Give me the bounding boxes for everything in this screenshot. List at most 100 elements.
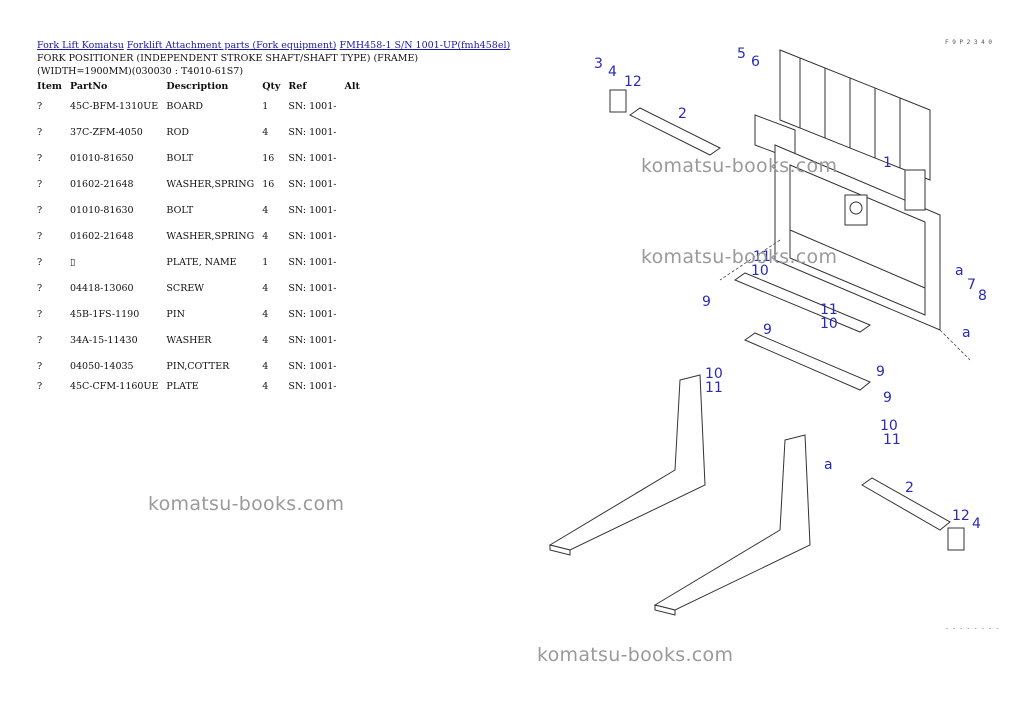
- breadcrumb-link-attachment-parts[interactable]: Forklift Attachment parts (Fork equipmen…: [126, 40, 337, 51]
- table-row: ? 01010-81630 BOLT 4 SN: 1001-: [33, 197, 364, 223]
- callout-label-2-upper: 2: [678, 106, 687, 122]
- cell-item: ?: [37, 334, 43, 346]
- watermark-diagram-upper: komatsu-books.com: [641, 155, 838, 177]
- breadcrumb-link-forklift[interactable]: Fork Lift Komatsu: [37, 40, 124, 51]
- cell-partno: 01010-81630: [69, 204, 134, 216]
- cell-partno: 37C-ZFM-4050: [69, 126, 143, 138]
- cell-partno: 01602-21648: [69, 230, 134, 242]
- cell-qty: 4: [262, 126, 269, 138]
- cell-description: SCREW: [166, 282, 205, 294]
- callout-label-6: 6: [751, 54, 760, 70]
- callout-label-a-3: a: [824, 457, 833, 473]
- watermark-bottom: komatsu-books.com: [537, 644, 734, 666]
- diagram-shaft-lower: [861, 477, 951, 531]
- callout-label-11-c: 11: [705, 380, 723, 396]
- cell-partno: 04418-13060: [69, 282, 134, 294]
- callout-label-9-d: 9: [883, 390, 892, 406]
- column-header-alt: Alt: [344, 80, 360, 92]
- callout-label-2-lower: 2: [905, 480, 914, 496]
- cell-description: PLATE, NAME: [166, 256, 237, 268]
- column-header-ref: Ref: [288, 80, 307, 92]
- cell-ref: SN: 1001-: [288, 204, 337, 216]
- breadcrumb: Fork Lift Komatsu Forklift Attachment pa…: [37, 40, 510, 52]
- cell-description: BOLT: [166, 204, 194, 216]
- cell-alt: [340, 327, 363, 353]
- cell-item: ?: [37, 178, 43, 190]
- cell-alt: [340, 171, 363, 197]
- column-header-item: Item: [37, 80, 62, 92]
- cell-item: ?: [37, 100, 43, 112]
- cell-qty: 4: [262, 282, 269, 294]
- cell-alt: [340, 119, 363, 145]
- cell-ref: SN: 1001-: [288, 100, 337, 112]
- cell-description: PIN: [166, 308, 185, 320]
- cell-description: WASHER: [166, 334, 212, 346]
- cell-alt: [340, 93, 363, 119]
- cell-item: ?: [37, 360, 43, 372]
- cell-alt: [340, 275, 363, 301]
- cell-qty: 4: [262, 380, 269, 392]
- table-row: ? 01602-21648 WASHER,SPRING 16 SN: 1001-: [33, 171, 364, 197]
- diagram-plate-lower: [947, 527, 965, 551]
- diagram-plate-upper: [609, 89, 627, 113]
- table-header-row: Item PartNo Description Qty Ref Alt: [33, 79, 364, 93]
- callout-label-8: 8: [978, 288, 987, 304]
- cell-qty: 4: [262, 360, 269, 372]
- cell-description: WASHER,SPRING: [166, 178, 255, 190]
- cell-qty: 16: [262, 178, 275, 190]
- table-row: ? 01602-21648 WASHER,SPRING 4 SN: 1001-: [33, 223, 364, 249]
- cell-ref: SN: 1001-: [288, 380, 337, 392]
- cell-item: ?: [37, 256, 43, 268]
- cell-qty: 16: [262, 152, 275, 164]
- callout-label-5: 5: [737, 46, 746, 62]
- callout-label-11-d: 11: [883, 432, 901, 448]
- cell-ref: SN: 1001-: [288, 282, 337, 294]
- cell-qty: 1: [262, 100, 269, 112]
- cell-partno: ▯: [69, 256, 76, 268]
- cell-partno: 04050-14035: [69, 360, 134, 372]
- cell-item: ?: [37, 308, 43, 320]
- cell-qty: 4: [262, 230, 269, 242]
- callout-label-4-lower: 4: [972, 516, 981, 532]
- cell-ref: SN: 1001-: [288, 256, 337, 268]
- cell-qty: 4: [262, 308, 269, 320]
- diagram-frame: [719, 144, 971, 361]
- callout-label-a-2: a: [962, 325, 971, 341]
- callout-label-1: 1: [883, 155, 892, 171]
- cell-item: ?: [37, 204, 43, 216]
- cell-item: ?: [37, 380, 43, 392]
- callout-label-10-a: 10: [751, 263, 769, 279]
- callout-label-12-lower: 12: [952, 508, 970, 524]
- cell-qty: 4: [262, 204, 269, 216]
- cell-alt: [340, 379, 363, 393]
- column-header-partno: PartNo: [69, 80, 108, 92]
- cell-partno: 45C-CFM-1160UE: [69, 380, 159, 392]
- table-row: ? 34A-15-11430 WASHER 4 SN: 1001-: [33, 327, 364, 353]
- cell-alt: [340, 197, 363, 223]
- column-header-qty: Qty: [262, 80, 281, 92]
- diagram-fork-right: [653, 434, 811, 616]
- cell-description: PLATE: [166, 380, 199, 392]
- callout-label-9-a: 9: [702, 294, 711, 310]
- callout-label-11-b: 11: [820, 302, 838, 318]
- diagram-corner-code: F 9 P 2 3 4 0: [945, 39, 992, 46]
- cell-alt: [340, 353, 363, 379]
- cell-ref: SN: 1001-: [288, 360, 337, 372]
- callout-label-9-c: 9: [876, 364, 885, 380]
- callout-label-10-c: 10: [705, 366, 723, 382]
- diagram-bottom-code: - - - - - - - -: [945, 625, 999, 632]
- diagram-rod: [733, 272, 872, 391]
- table-row: ? 04050-14035 PIN,COTTER 4 SN: 1001-: [33, 353, 364, 379]
- cell-alt: [340, 301, 363, 327]
- callout-label-9-b: 9: [763, 322, 772, 338]
- cell-partno: 01602-21648: [69, 178, 134, 190]
- column-header-description: Description: [166, 80, 229, 92]
- cell-partno: 45C-BFM-1310UE: [69, 100, 159, 112]
- watermark-diagram-middle: komatsu-books.com: [641, 246, 838, 268]
- breadcrumb-link-model[interactable]: FMH458-1 S/N 1001-UP(fmh458el): [339, 40, 511, 51]
- cell-qty: 4: [262, 334, 269, 346]
- cell-partno: 45B-1FS-1190: [69, 308, 140, 320]
- table-row: ? ▯ PLATE, NAME 1 SN: 1001-: [33, 249, 364, 275]
- cell-item: ?: [37, 230, 43, 242]
- callout-label-7: 7: [967, 277, 976, 293]
